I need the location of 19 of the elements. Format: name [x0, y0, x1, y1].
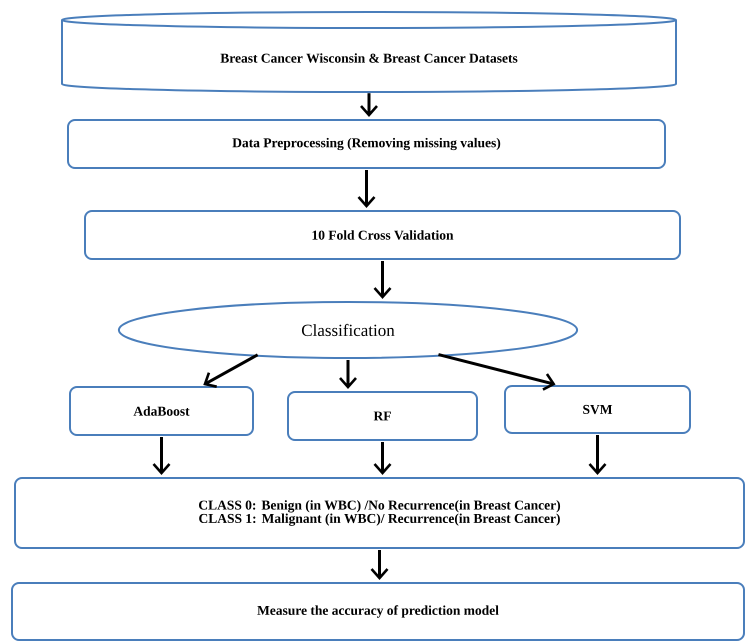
process-box: Measure the accuracy of prediction model: [11, 582, 745, 641]
arrow: [370, 550, 388, 580]
arrow: [358, 170, 376, 208]
arrow: [438, 353, 556, 391]
node-label: Breast Cancer Wisconsin & Breast Cancer Datasets: [220, 53, 518, 63]
process-box: RF: [287, 391, 478, 441]
arrow: [203, 354, 258, 388]
process-box: CLASS 0: Benign (in WBC) /No Recurrence(in Breast Cancer) CLASS 1: Malignant (in WBC)/ Recurrence(in Breast Cancer): [14, 477, 745, 549]
process-box: Data Preprocessing (Removing missing values): [67, 119, 666, 169]
dataset-cylinder: Breast Cancer Wisconsin & Breast Cancer Datasets: [61, 11, 677, 93]
arrow: [360, 93, 378, 117]
arrow: [588, 435, 606, 475]
process-box: AdaBoost: [69, 386, 254, 436]
process-box: 10 Fold Cross Validation: [84, 210, 681, 260]
process-box: SVM: [504, 385, 691, 434]
arrow: [374, 261, 392, 299]
arrow: [339, 360, 357, 389]
arrow: [152, 437, 170, 475]
arrow: [374, 442, 392, 475]
